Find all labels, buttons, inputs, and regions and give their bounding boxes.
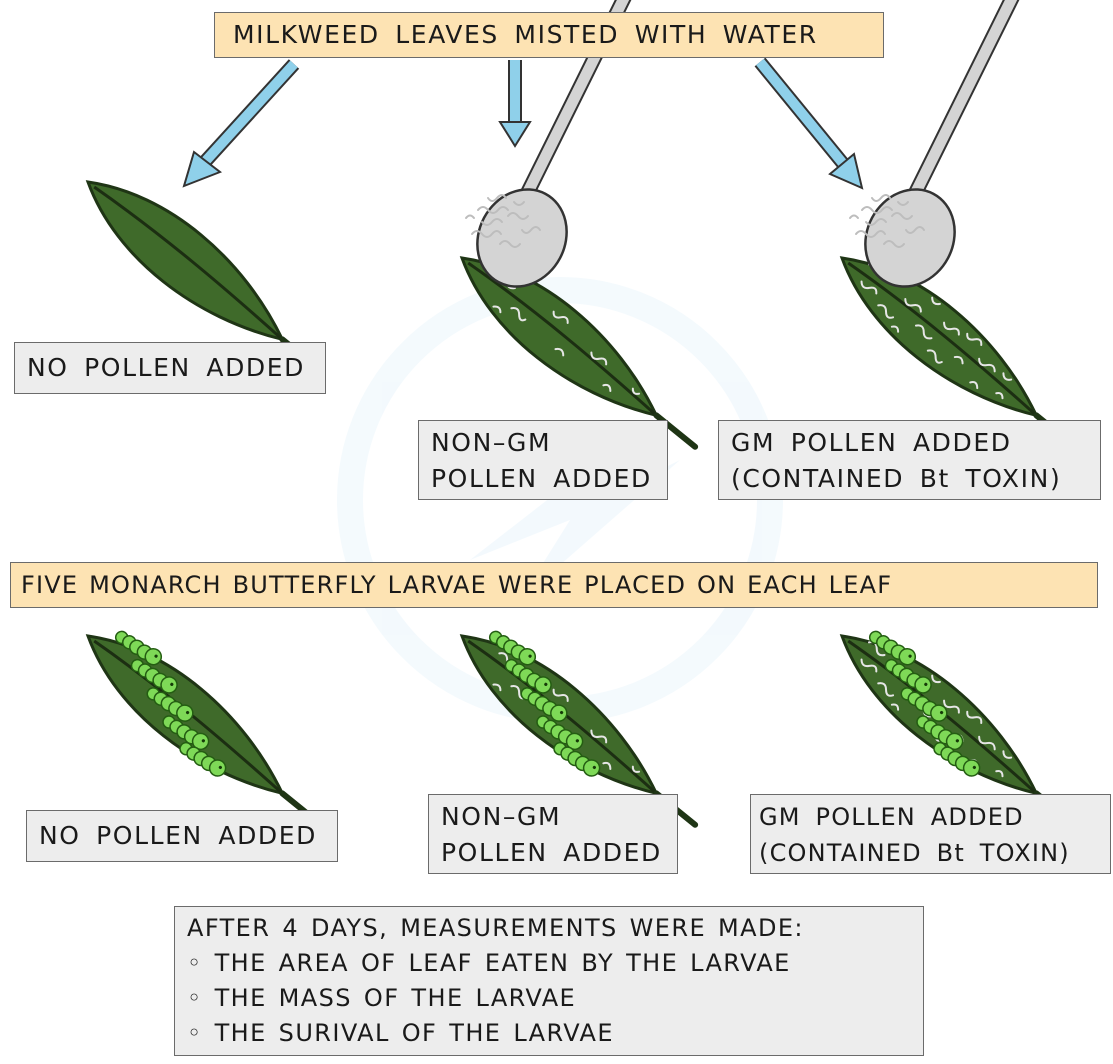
results-box: AFTER 4 DAYS, MEASUREMENTS WERE MADE: ◦ … [174,906,924,1056]
results-item-mass: ◦ THE MASS OF THE LARVAE [187,984,577,1012]
label-non-gm-line-1: NON–GM [431,428,552,457]
label-non-gm-pollen: NON–GM POLLEN ADDED [418,420,668,500]
middle-banner: FIVE MONARCH BUTTERFLY LARVAE WERE PLACE… [10,562,1098,608]
middle-banner-text: FIVE MONARCH BUTTERFLY LARVAE WERE PLACE… [21,571,893,599]
label-gm-line-1: GM POLLEN ADDED [731,428,1012,457]
label-row2-no-pollen-text: NO POLLEN ADDED [39,821,318,850]
label-row2-non-gm-line-1: NON–GM [441,802,562,831]
label-row2-gm-pollen: GM POLLEN ADDED (CONTAINED Bt TOXIN) [750,794,1111,874]
top-banner: MILKWEED LEAVES MISTED WITH WATER [214,12,884,58]
top-banner-text: MILKWEED LEAVES MISTED WITH WATER [233,20,818,49]
results-heading: AFTER 4 DAYS, MEASUREMENTS WERE MADE: [187,914,804,942]
label-non-gm-line-2: POLLEN ADDED [431,464,652,493]
label-row2-gm-line-2: (CONTAINED Bt TOXIN) [759,839,1070,867]
label-gm-pollen: GM POLLEN ADDED (CONTAINED Bt TOXIN) [718,420,1101,500]
results-item-survival: ◦ THE SURIVAL OF THE LARVAE [187,1019,614,1047]
label-gm-line-2: (CONTAINED Bt TOXIN) [731,464,1062,493]
label-row2-gm-line-1: GM POLLEN ADDED [759,803,1024,831]
arrow-to-non-gm [498,60,532,148]
label-row2-no-pollen: NO POLLEN ADDED [26,810,338,862]
label-row2-non-gm-line-2: POLLEN ADDED [441,838,662,867]
arrow-to-gm [754,57,864,190]
arrow-to-no-pollen [182,59,300,188]
results-item-leaf-area: ◦ THE AREA OF LEAF EATEN BY THE LARVAE [187,949,791,977]
label-row2-non-gm-pollen: NON–GM POLLEN ADDED [428,794,678,874]
label-no-pollen: NO POLLEN ADDED [14,342,326,394]
label-no-pollen-text: NO POLLEN ADDED [27,353,306,382]
